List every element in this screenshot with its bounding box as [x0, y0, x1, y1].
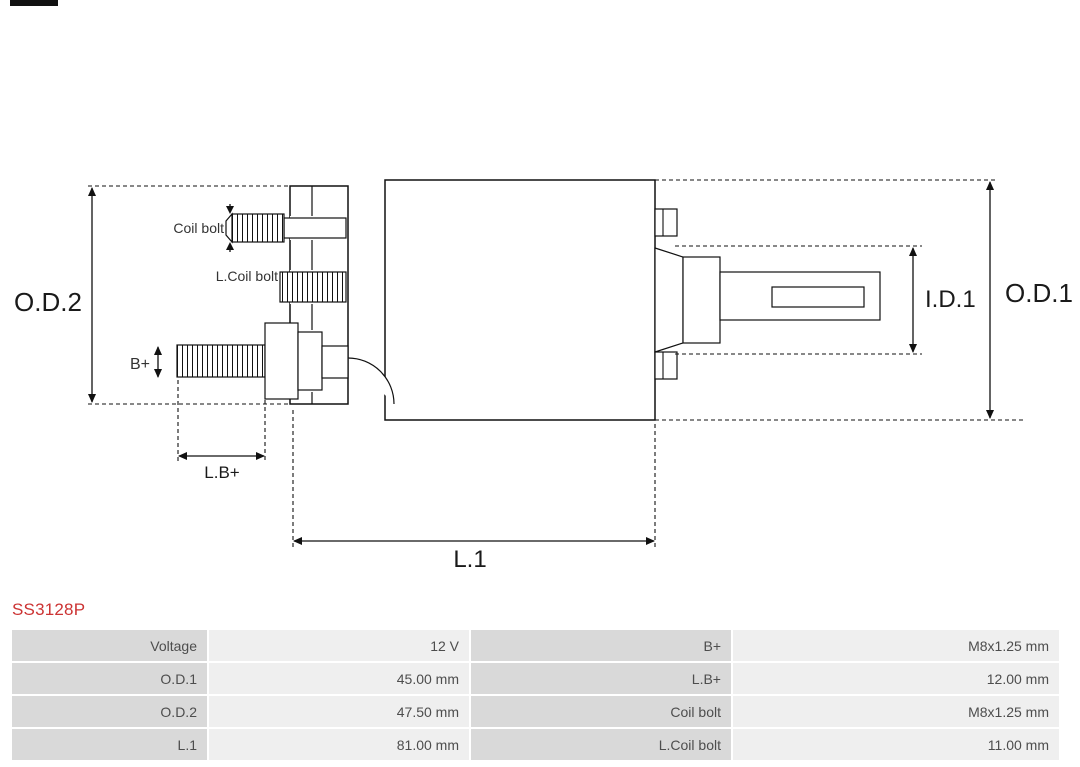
- spec-value: 12.00 mm: [733, 663, 1059, 694]
- spec-value: 47.50 mm: [209, 696, 469, 727]
- dim-label-coil-bolt: Coil bolt: [173, 220, 224, 236]
- plunger-collar: [654, 247, 684, 353]
- dim-label-l-b-plus: L.B+: [204, 463, 240, 482]
- part-number: SS3128P: [12, 600, 86, 619]
- dim-label-od2: O.D.2: [14, 287, 82, 317]
- spec-value: M8x1.25 mm: [733, 630, 1059, 661]
- spec-value: M8x1.25 mm: [733, 696, 1059, 727]
- spec-value: 81.00 mm: [209, 729, 469, 760]
- spec-name: Coil bolt: [471, 696, 731, 727]
- plunger-slot: [771, 286, 865, 308]
- spec-value: 12 V: [209, 630, 469, 661]
- spec-name: O.D.2: [12, 696, 207, 727]
- dim-label-l-coil-bolt: L.Coil bolt: [216, 268, 278, 284]
- coil-bolt-tip: [225, 212, 233, 244]
- plunger-cylinder: [682, 256, 721, 344]
- dim-label-l1: L.1: [453, 546, 486, 573]
- spec-table: Voltage 12 V B+ M8x1.25 mm O.D.1 45.00 m…: [10, 628, 1061, 762]
- spec-name: L.Coil bolt: [471, 729, 731, 760]
- bplus-nut: [264, 322, 299, 400]
- coil-bolt-bushing: [279, 271, 347, 303]
- bplus-washer: [297, 331, 323, 391]
- table-row: O.D.2 47.50 mm Coil bolt M8x1.25 mm: [12, 696, 1059, 727]
- table-row: Voltage 12 V B+ M8x1.25 mm: [12, 630, 1059, 661]
- bplus-stem: [321, 345, 349, 379]
- bplus-bolt-thread: [176, 344, 266, 378]
- table-row: O.D.1 45.00 mm L.B+ 12.00 mm: [12, 663, 1059, 694]
- technical-drawing: O.D.2 O.D.1 I.D.1 Coil bolt L.Coil bolt …: [14, 179, 1073, 573]
- spec-name: L.B+: [471, 663, 731, 694]
- solenoid-diagram: O.D.2 O.D.1 I.D.1 Coil bolt L.Coil bolt …: [14, 179, 1073, 573]
- logo-placeholder: [10, 0, 58, 6]
- spec-name: Voltage: [12, 630, 207, 661]
- solenoid-body: [384, 179, 656, 421]
- table-row: L.1 81.00 mm L.Coil bolt 11.00 mm: [12, 729, 1059, 760]
- spec-name: L.1: [12, 729, 207, 760]
- spec-value: 11.00 mm: [733, 729, 1059, 760]
- flange-fillet-arc: [347, 357, 395, 405]
- body-tab-bottom: [654, 351, 678, 380]
- coil-bolt-shank: [283, 217, 347, 239]
- coil-bolt-thread: [231, 213, 285, 243]
- dim-label-id1: I.D.1: [925, 286, 976, 313]
- spec-name: O.D.1: [12, 663, 207, 694]
- body-tab-top: [654, 208, 678, 237]
- spec-name: B+: [471, 630, 731, 661]
- dim-label-od1: O.D.1: [1005, 278, 1073, 308]
- dim-label-b-plus: B+: [130, 356, 150, 373]
- spec-value: 45.00 mm: [209, 663, 469, 694]
